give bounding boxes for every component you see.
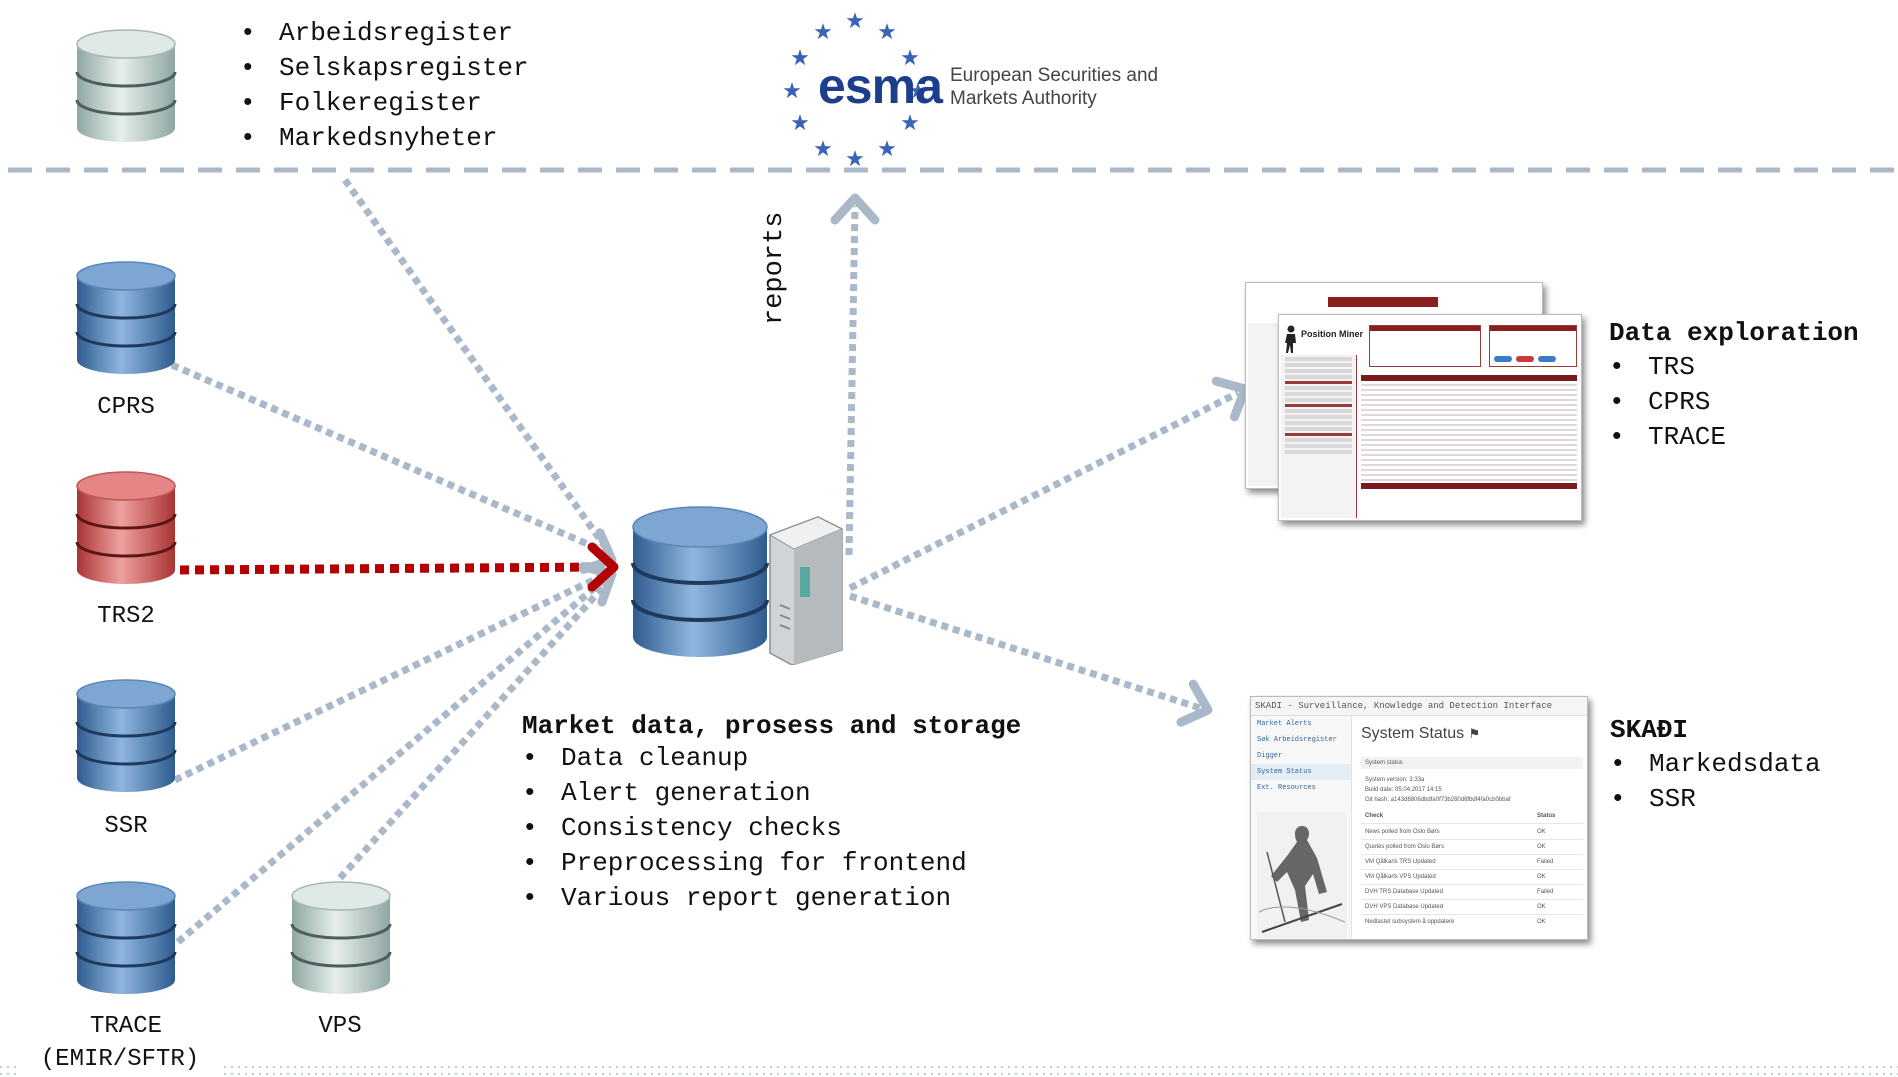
skadi-nav-item: Market Alerts	[1257, 720, 1312, 728]
flag-icon: ⚑	[1468, 726, 1481, 741]
svg-text:★: ★	[813, 137, 833, 162]
svg-text:★: ★	[790, 111, 810, 136]
skadi-nav-item: Søk Arbeidsregister	[1257, 736, 1337, 744]
list-item: Data cleanup	[522, 741, 967, 776]
center-task-list: Data cleanup Alert generation Consistenc…	[522, 741, 967, 916]
esma-logo: ★★★ ★★★ ★★★ ★★★ esma European Securities…	[774, 6, 1174, 174]
svg-text:★: ★	[790, 46, 810, 71]
svg-text:★: ★	[782, 79, 802, 104]
list-item: TRACE	[1609, 420, 1726, 455]
list-item: Markedsnyheter	[240, 121, 529, 156]
registry-source-list: Arbeidsregister Selskapsregister Folkere…	[240, 16, 529, 156]
trs2-label: TRS2	[97, 603, 155, 630]
arrow-ssr-to-center	[173, 570, 608, 784]
arrow-reports-to-esma	[845, 205, 859, 556]
list-item: SSR	[1610, 782, 1821, 817]
list-item: Selskapsregister	[240, 51, 529, 86]
esma-full-name: European Securities and Markets Authorit…	[950, 65, 1159, 109]
reports-label: reports	[760, 211, 790, 325]
skadi-section-label: System status	[1361, 757, 1583, 769]
esma-wordmark: esma	[818, 58, 943, 114]
skadi-page-title: System Status ⚑	[1361, 725, 1481, 742]
list-item: Preprocessing for frontend	[522, 846, 967, 881]
svg-text:★: ★	[845, 9, 865, 34]
list-item: Arbeidsregister	[240, 16, 529, 51]
center-title: Market data, prosess and storage	[522, 711, 1022, 741]
position-miner-title: Position Miner	[1301, 329, 1364, 339]
data-exploration-title: Data exploration	[1609, 318, 1859, 348]
list-item: Markedsdata	[1610, 747, 1821, 782]
arrow-trs2-to-center	[179, 562, 605, 575]
trace-database-icon	[75, 880, 177, 998]
arrow-cprs-to-center	[170, 361, 608, 556]
list-item: Various report generation	[522, 881, 967, 916]
skadi-title: SKAÐI	[1610, 715, 1689, 745]
vps-label: VPS	[318, 1013, 362, 1040]
skadi-nav-item: Ext. Resources	[1257, 784, 1316, 792]
svg-text:★: ★	[908, 79, 928, 104]
arrow-registers-to-center	[342, 177, 609, 551]
cprs-label: CPRS	[97, 394, 155, 421]
skadi-list: Markedsdata SSR	[1610, 747, 1821, 817]
trs2-database-icon	[75, 470, 177, 588]
registry-database-icon	[75, 28, 177, 146]
list-item: Alert generation	[522, 776, 967, 811]
list-item: Consistency checks	[522, 811, 967, 846]
trace-label: TRACE	[89, 1013, 162, 1040]
arrow-trace-to-center	[175, 575, 609, 945]
list-item: Folkeregister	[240, 86, 529, 121]
trace-sublabel: (EMIR/SFTR)	[20, 1045, 220, 1075]
cprs-database-icon	[75, 260, 177, 378]
svg-text:★: ★	[900, 111, 920, 136]
svg-text:★: ★	[813, 20, 833, 45]
arrow-vps-to-center	[337, 581, 609, 881]
ssr-label: SSR	[104, 813, 148, 840]
person-silhouette-icon	[1284, 325, 1298, 353]
skadi-screenshot: SKADI - Surveillance, Knowledge and Dete…	[1250, 696, 1588, 940]
arrow-center-to-exploration	[848, 389, 1240, 592]
svg-text:★: ★	[877, 20, 897, 45]
svg-text:★: ★	[877, 137, 897, 162]
skadi-nav-item: System Status	[1251, 764, 1351, 780]
svg-text:★: ★	[845, 147, 865, 172]
central-database-server-icon	[630, 505, 850, 666]
position-miner-screenshot: Position Miner	[1278, 314, 1582, 521]
skadi-header: SKADI - Surveillance, Knowledge and Dete…	[1251, 697, 1587, 716]
vps-database-icon	[290, 880, 392, 998]
arrow-center-to-skadi	[848, 592, 1202, 712]
list-item: CPRS	[1609, 385, 1726, 420]
list-item: TRS	[1609, 350, 1726, 385]
svg-text:★: ★	[900, 46, 920, 71]
eu-stars-icon: ★★★ ★★★ ★★★ ★★★	[782, 9, 928, 172]
data-exploration-list: TRS CPRS TRACE	[1609, 350, 1726, 455]
ssr-database-icon	[75, 678, 177, 796]
skier-illustration-icon	[1257, 812, 1347, 938]
skadi-nav-item: Digger	[1257, 752, 1283, 760]
